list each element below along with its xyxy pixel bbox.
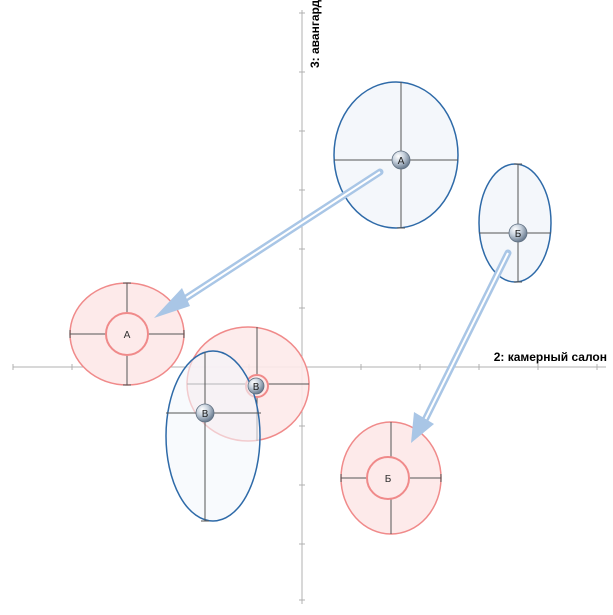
blue-ellipse-B [478,163,552,283]
blue-label-A: А [398,156,405,167]
blue-marker-B: Б [508,223,528,243]
pink-label-V: В [253,382,260,393]
pink-label-A: А [124,330,131,341]
blue-marker-V: В [195,403,215,423]
pink-marker-V: В [247,377,265,395]
pink-ellipse-B: Б [340,421,442,535]
y-axis-label: 3: авангард [308,0,322,68]
pink-ellipse-A: А [69,282,185,386]
blue-marker-A: А [391,150,411,170]
y-axis-ticks [299,12,305,601]
arrow-A [154,168,384,318]
blue-label-B: Б [515,229,522,240]
x-axis-label: 2: камерный салон [494,350,607,364]
blue-label-V: В [202,409,209,420]
axes: 2: камерный салон 3: авангард [12,0,607,604]
blue-ellipse-V [165,350,261,522]
arrow-B [411,249,512,443]
pink-label-B: Б [385,474,392,485]
